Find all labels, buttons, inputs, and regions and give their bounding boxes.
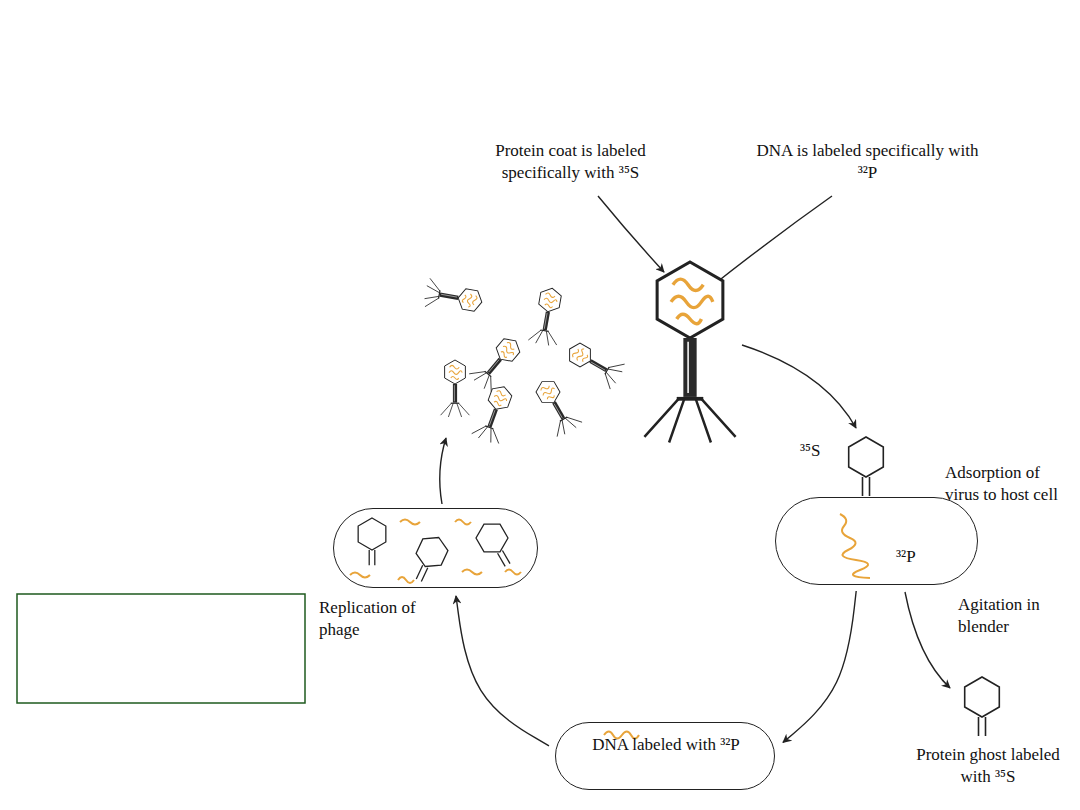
step-label: Agitation in blender: [958, 594, 1076, 638]
phage-t2: [644, 262, 735, 443]
new-coat: [406, 532, 451, 586]
host-cell: ³²P: [775, 497, 978, 585]
cycle-arrow: [742, 345, 856, 428]
new-coat: [358, 518, 386, 565]
step-label: Adsorption of virus to host cell: [945, 462, 1077, 506]
cycle-arrow: [456, 596, 549, 746]
progeny-phages: [423, 278, 626, 445]
cycle-arrow: [783, 591, 856, 742]
host-cell: Replication of phage: [333, 508, 538, 588]
node-text: ³²P: [896, 546, 916, 568]
leader-arrow: [598, 196, 664, 272]
cycle-arrow: [440, 438, 446, 504]
callout-label: DNA is labeled specifically with ³²P: [755, 140, 980, 184]
node-text: DNA labeled with ³²P: [591, 734, 741, 756]
new-dna: [350, 520, 521, 584]
callout-label: Protein coat is labeled specifically wit…: [458, 140, 683, 184]
blank-box: [17, 594, 305, 703]
attached-ghost: [849, 437, 884, 496]
node-text: Replication of phage: [319, 597, 439, 641]
host-cell: DNA labeled with ³²P: [555, 722, 775, 790]
protein-ghost: [965, 677, 1000, 736]
blender-arrow: [905, 592, 950, 688]
isotope-label: ³⁵S: [800, 440, 820, 462]
new-coat: [472, 517, 520, 572]
callout-label: Protein ghost labeled with ³⁵S: [900, 744, 1076, 788]
leader-arrow: [712, 196, 832, 286]
injected-dna: [840, 514, 870, 578]
